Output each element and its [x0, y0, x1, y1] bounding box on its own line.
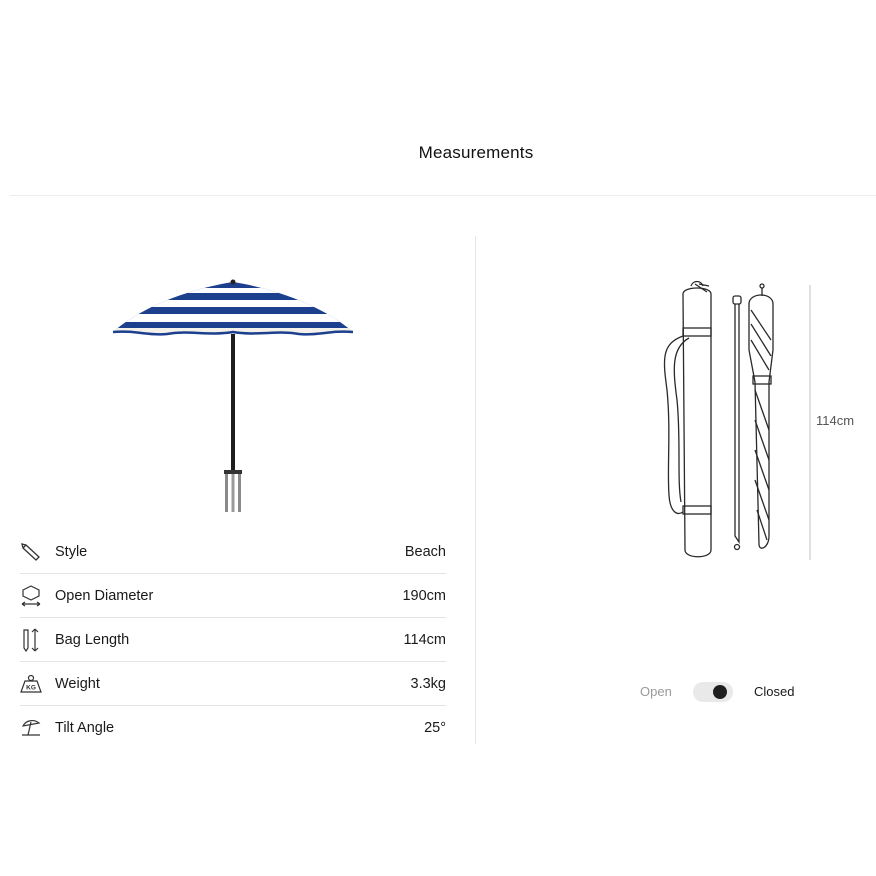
spec-value: 25° — [424, 719, 446, 736]
pencil-icon — [20, 540, 54, 564]
weight-kg-icon: KG — [20, 672, 54, 696]
column-divider — [475, 236, 476, 744]
spec-label: Tilt Angle — [55, 719, 115, 736]
spec-row-style: Style Beach — [20, 530, 446, 574]
spec-row-bag-length: Bag Length 114cm — [20, 618, 446, 662]
header-divider — [10, 195, 876, 196]
spec-row-weight: KG Weight 3.3kg — [20, 662, 446, 706]
height-dimension-label: 114cm — [816, 413, 855, 428]
open-closed-toggle-switch[interactable] — [693, 682, 733, 702]
open-umbrella-image — [112, 279, 354, 512]
spec-value: 190cm — [402, 587, 446, 604]
tilt-angle-icon — [20, 716, 54, 740]
spec-label: Open Diameter — [55, 587, 154, 604]
spec-value: 3.3kg — [410, 675, 446, 692]
page-title: Measurements — [418, 143, 534, 162]
bag-length-icon — [20, 628, 54, 652]
spec-row-tilt-angle: Tilt Angle 25° — [20, 706, 446, 749]
svg-text:KG: KG — [26, 684, 36, 691]
spec-label: Weight — [55, 675, 100, 692]
spec-list: Style Beach Open Diameter 190cm Bag Leng… — [20, 530, 446, 749]
toggle-knob — [713, 685, 727, 699]
spec-value: Beach — [404, 543, 446, 560]
view-toggle: Open Closed — [640, 680, 810, 704]
spec-label: Style — [55, 543, 88, 560]
spec-row-open-diameter: Open Diameter 190cm — [20, 574, 446, 618]
toggle-closed-label[interactable]: Closed — [754, 684, 795, 699]
closed-umbrella-drawing — [663, 280, 811, 560]
spec-label: Bag Length — [55, 631, 130, 648]
spec-value: 114cm — [403, 631, 446, 648]
toggle-open-label[interactable]: Open — [640, 684, 672, 699]
diameter-icon — [20, 584, 54, 608]
